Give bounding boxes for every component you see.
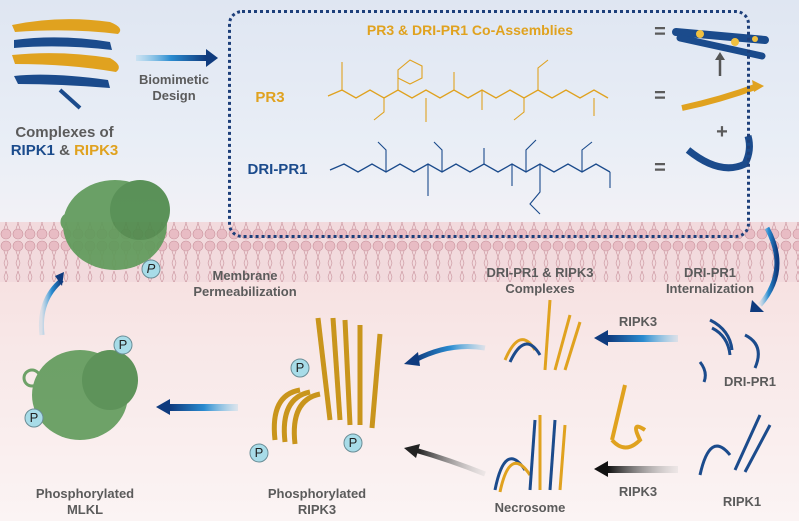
mlkl-protein-icon: [22, 350, 138, 440]
phospho-circle: [24, 408, 44, 428]
phospho-markers: [24, 259, 363, 463]
phosphorylated-mlkl-label: Phosphorylated MLKL: [30, 486, 140, 518]
int-line2: Internalization: [665, 281, 755, 296]
ripk1-label: RIPK1: [10, 142, 55, 159]
equals-sign: =: [654, 85, 666, 107]
phosphorylated-ripk3-icon: [271, 317, 383, 445]
biomimetic-line1: Biomimetic: [138, 72, 210, 87]
ripk3-monomer-icon: [610, 384, 647, 450]
pm-line2: MLKL: [66, 502, 104, 517]
necrosome-label: Necrosome: [494, 500, 566, 515]
internalization-label: DRI-PR1 Internalization: [660, 265, 760, 297]
arrow-complex-to-pripk3: [413, 344, 486, 363]
amp: &: [59, 142, 70, 159]
complexes-caption-line1: Complexes of: [15, 124, 114, 141]
dri-pr1-sidechains: [377, 139, 611, 215]
pr3-sidechains: [341, 59, 595, 122]
ripk1-icon: [698, 414, 772, 476]
dri-pr1-label: DRI-PR1: [723, 374, 776, 389]
phospho-label: P: [348, 435, 358, 450]
ripk3-arrow-bottom: [608, 466, 678, 473]
dri-pr1-backbone: [329, 163, 611, 173]
equals-sign: =: [654, 21, 666, 43]
pr-line2: RIPK3: [297, 502, 337, 517]
drc-line1: DRI-PR1 & RIPK3: [486, 265, 594, 280]
biomimetic-arrowhead: [206, 49, 218, 67]
phosphorylated-ripk3-label: Phosphorylated RIPK3: [262, 486, 372, 518]
phospho-label: P: [118, 337, 128, 352]
complexes-caption-line2: RIPK1 & RIPK3: [2, 142, 127, 160]
box-title: PR3 & DRI-PR1 Co-Assemblies: [366, 22, 574, 38]
arrow-pmlkl-to-membrane: [38, 278, 64, 336]
necrosome-icon: [493, 415, 567, 493]
phospho-label: P: [254, 445, 264, 460]
phospho-label: P: [29, 410, 39, 425]
dri-pr1-strands-icon: [698, 318, 760, 383]
arrow-pripk3-to-pmlkl: [170, 404, 238, 411]
equals-sign: =: [654, 157, 666, 179]
ripk3-arrow-top: [608, 335, 678, 342]
phospho-circle: [113, 335, 133, 355]
biomimetic-design-label: Biomimetic Design: [134, 72, 214, 104]
phospho-circle: [343, 433, 363, 453]
phospho-label: P: [146, 261, 156, 276]
pr3-strand-icon: [681, 83, 760, 111]
mlkl-membrane-icon: [60, 180, 170, 270]
phospho-label: P: [295, 360, 305, 375]
plus-sign: +: [716, 121, 728, 143]
phospho-circle: [141, 259, 161, 279]
mp-line2: Permeabilization: [193, 284, 297, 299]
pr-line1: Phosphorylated: [267, 486, 367, 501]
biomimetic-line2: Design: [152, 88, 196, 103]
ripk1-label: RIPK1: [722, 494, 762, 509]
dri-ripk3-complex-icon: [503, 299, 582, 371]
co-assembly-box: [228, 10, 750, 238]
biomimetic-arrow: [136, 55, 206, 61]
complexes-caption: Complexes of RIPK1 & RIPK3: [2, 124, 127, 160]
ripk3-arrow-label-top: RIPK3: [618, 314, 658, 329]
internalization-arrow: [758, 226, 780, 307]
pm-line1: Phosphorylated: [35, 486, 135, 501]
dri-pr1-row-label: DRI-PR1: [247, 161, 308, 178]
int-line1: DRI-PR1: [683, 265, 736, 280]
pr3-row-label: PR3: [255, 89, 285, 106]
arrow-necrosome-to-pripk3: [414, 447, 486, 477]
phospho-circle: [290, 358, 310, 378]
membrane-permeabilization-label: Membrane Permeabilization: [185, 268, 305, 300]
pr3-backbone: [327, 89, 609, 99]
ripk3-arrow-label-bottom: RIPK3: [618, 484, 658, 499]
drc-line2: Complexes: [505, 281, 575, 296]
ripk1-ripk3-complex-icon: [12, 19, 121, 110]
phospho-circle: [249, 443, 269, 463]
dri-ripk3-complexes-label: DRI-PR1 & RIPK3 Complexes: [470, 265, 610, 297]
mp-line1: Membrane: [212, 268, 278, 283]
ripk3-label: RIPK3: [74, 142, 119, 159]
